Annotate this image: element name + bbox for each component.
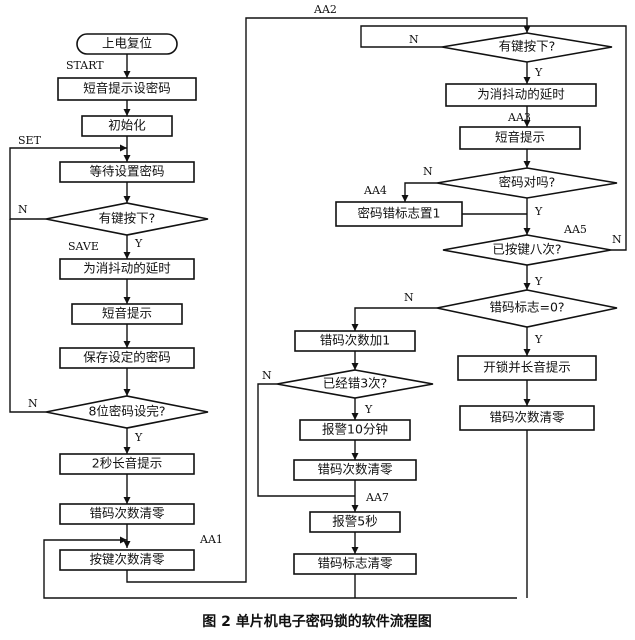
start-terminal-label: 上电复位 [102, 36, 152, 51]
set-err-flag-box [335, 201, 463, 227]
label-y-pressed8: Y [534, 275, 543, 288]
clear-err-count-label-right: 错码次数清零 [489, 410, 565, 425]
clear-err-count-box-mid [293, 459, 417, 481]
err-count-inc-label: 错码次数加1 [320, 333, 390, 348]
key-pressed-decision-left [45, 202, 209, 236]
short-prompt-set-pwd-box [57, 77, 197, 101]
figure-caption: 图 2 单片机电子密码锁的软件流程图 [202, 613, 432, 630]
label-y-err-flag: Y [534, 333, 543, 346]
init-label: 初始化 [108, 118, 146, 133]
key-pressed-decision-right [441, 32, 613, 63]
debounce-label-right: 为消抖动的延时 [477, 87, 565, 102]
pressed8-decision-label: 已按键八次? [492, 242, 561, 257]
alarm-10min-label: 报警10分钟 [322, 422, 388, 437]
label-n-pressed8: N [612, 233, 622, 246]
unlock-prompt-box [457, 355, 597, 381]
label-n-err3: N [262, 369, 272, 382]
left-column: 上电复位 短音提示设密码 初始化 等待设置密码 有键按下? 为消抖动的延时 短音… [45, 33, 209, 571]
short-prompt-label-right: 短音提示 [495, 130, 545, 145]
short-prompt-box-right [459, 126, 581, 150]
short-prompt-label-left: 短音提示 [102, 306, 152, 321]
init-box [81, 115, 173, 137]
label-y-err3: Y [364, 403, 373, 416]
err3-decision [276, 369, 434, 399]
label-n-pwd-correct: N [423, 165, 433, 178]
short-prompt-set-pwd-label: 短音提示设密码 [83, 81, 171, 96]
label-aa1: AA1 [199, 533, 223, 546]
clear-err-count-box-left [59, 503, 195, 525]
connector-lines [9, 17, 627, 599]
clear-key-count-box [59, 549, 195, 571]
alarm-10min-box [299, 419, 411, 441]
debounce-box-right [445, 83, 597, 107]
save-pwd-label: 保存设定的密码 [83, 350, 171, 365]
label-y-left-key: Y [134, 237, 143, 250]
clear-err-flag-box [293, 553, 417, 575]
label-aa4: AA4 [363, 184, 387, 197]
clear-err-count-label-mid: 错码次数清零 [317, 462, 393, 477]
wait-set-pwd-box [59, 161, 195, 183]
label-aa2: AA2 [313, 3, 337, 16]
label-aa3: AA3 [507, 111, 531, 124]
set-err-flag-label: 密码错标志置1 [358, 206, 441, 221]
middle-column: 错码次数加1 已经错3次? 报警10分钟 错码次数清零 报警5秒 错码标志清零 [276, 330, 434, 575]
err-flag-zero-decision [436, 289, 618, 328]
label-save: SAVE [68, 240, 99, 253]
label-y-pwd-correct: Y [534, 205, 543, 218]
err-flag-zero-decision-label: 错码标志=0? [489, 300, 564, 315]
label-n-pwd8: N [28, 397, 38, 410]
clear-key-count-label: 按键次数清零 [89, 552, 165, 567]
clear-err-flag-label: 错码标志清零 [317, 556, 393, 571]
label-y-pwd8: Y [134, 431, 143, 444]
label-aa7: AA7 [365, 491, 389, 504]
label-n-right-key: N [409, 33, 419, 46]
pwd-correct-decision-label: 密码对吗? [499, 175, 556, 190]
unlock-prompt-label: 开锁并长音提示 [483, 360, 571, 375]
start-terminal [76, 33, 178, 55]
label-n-left-key: N [18, 203, 28, 216]
alarm-5s-box [309, 511, 401, 533]
long-prompt-2s-box [59, 453, 195, 475]
label-set: SET [18, 134, 42, 147]
label-y-right-key: Y [534, 66, 543, 79]
wait-set-pwd-label: 等待设置密码 [89, 164, 164, 179]
long-prompt-2s-label: 2秒长音提示 [92, 456, 162, 471]
debounce-label-left: 为消抖动的延时 [83, 261, 171, 276]
err-count-inc-box [294, 330, 416, 352]
right-column: 有键按下? 为消抖动的延时 短音提示 密码对吗? 密码错标志置1 已按键八次? … [335, 32, 618, 431]
save-pwd-box [59, 347, 195, 369]
short-prompt-box-left [71, 303, 183, 325]
pwd-correct-decision [436, 167, 618, 199]
pwd8-done-decision [45, 395, 209, 429]
flow-labels: START SET N SAVE Y N Y AA1 AA2 N Y AA3 A… [18, 3, 622, 546]
label-start: START [66, 59, 104, 72]
label-aa5: AA5 [563, 223, 587, 236]
key-pressed-decision-left-label: 有键按下? [99, 211, 156, 226]
clear-err-count-box-right [459, 405, 595, 431]
pwd8-done-decision-label: 8位密码设完? [88, 404, 165, 419]
debounce-box-left [59, 258, 195, 280]
key-pressed-decision-right-label: 有键按下? [499, 39, 556, 54]
err3-decision-label: 已经错3次? [323, 376, 388, 391]
alarm-5s-label: 报警5秒 [332, 514, 377, 529]
clear-err-count-label-left: 错码次数清零 [89, 506, 165, 521]
pressed8-decision [442, 234, 612, 266]
label-n-err-flag: N [404, 291, 414, 304]
